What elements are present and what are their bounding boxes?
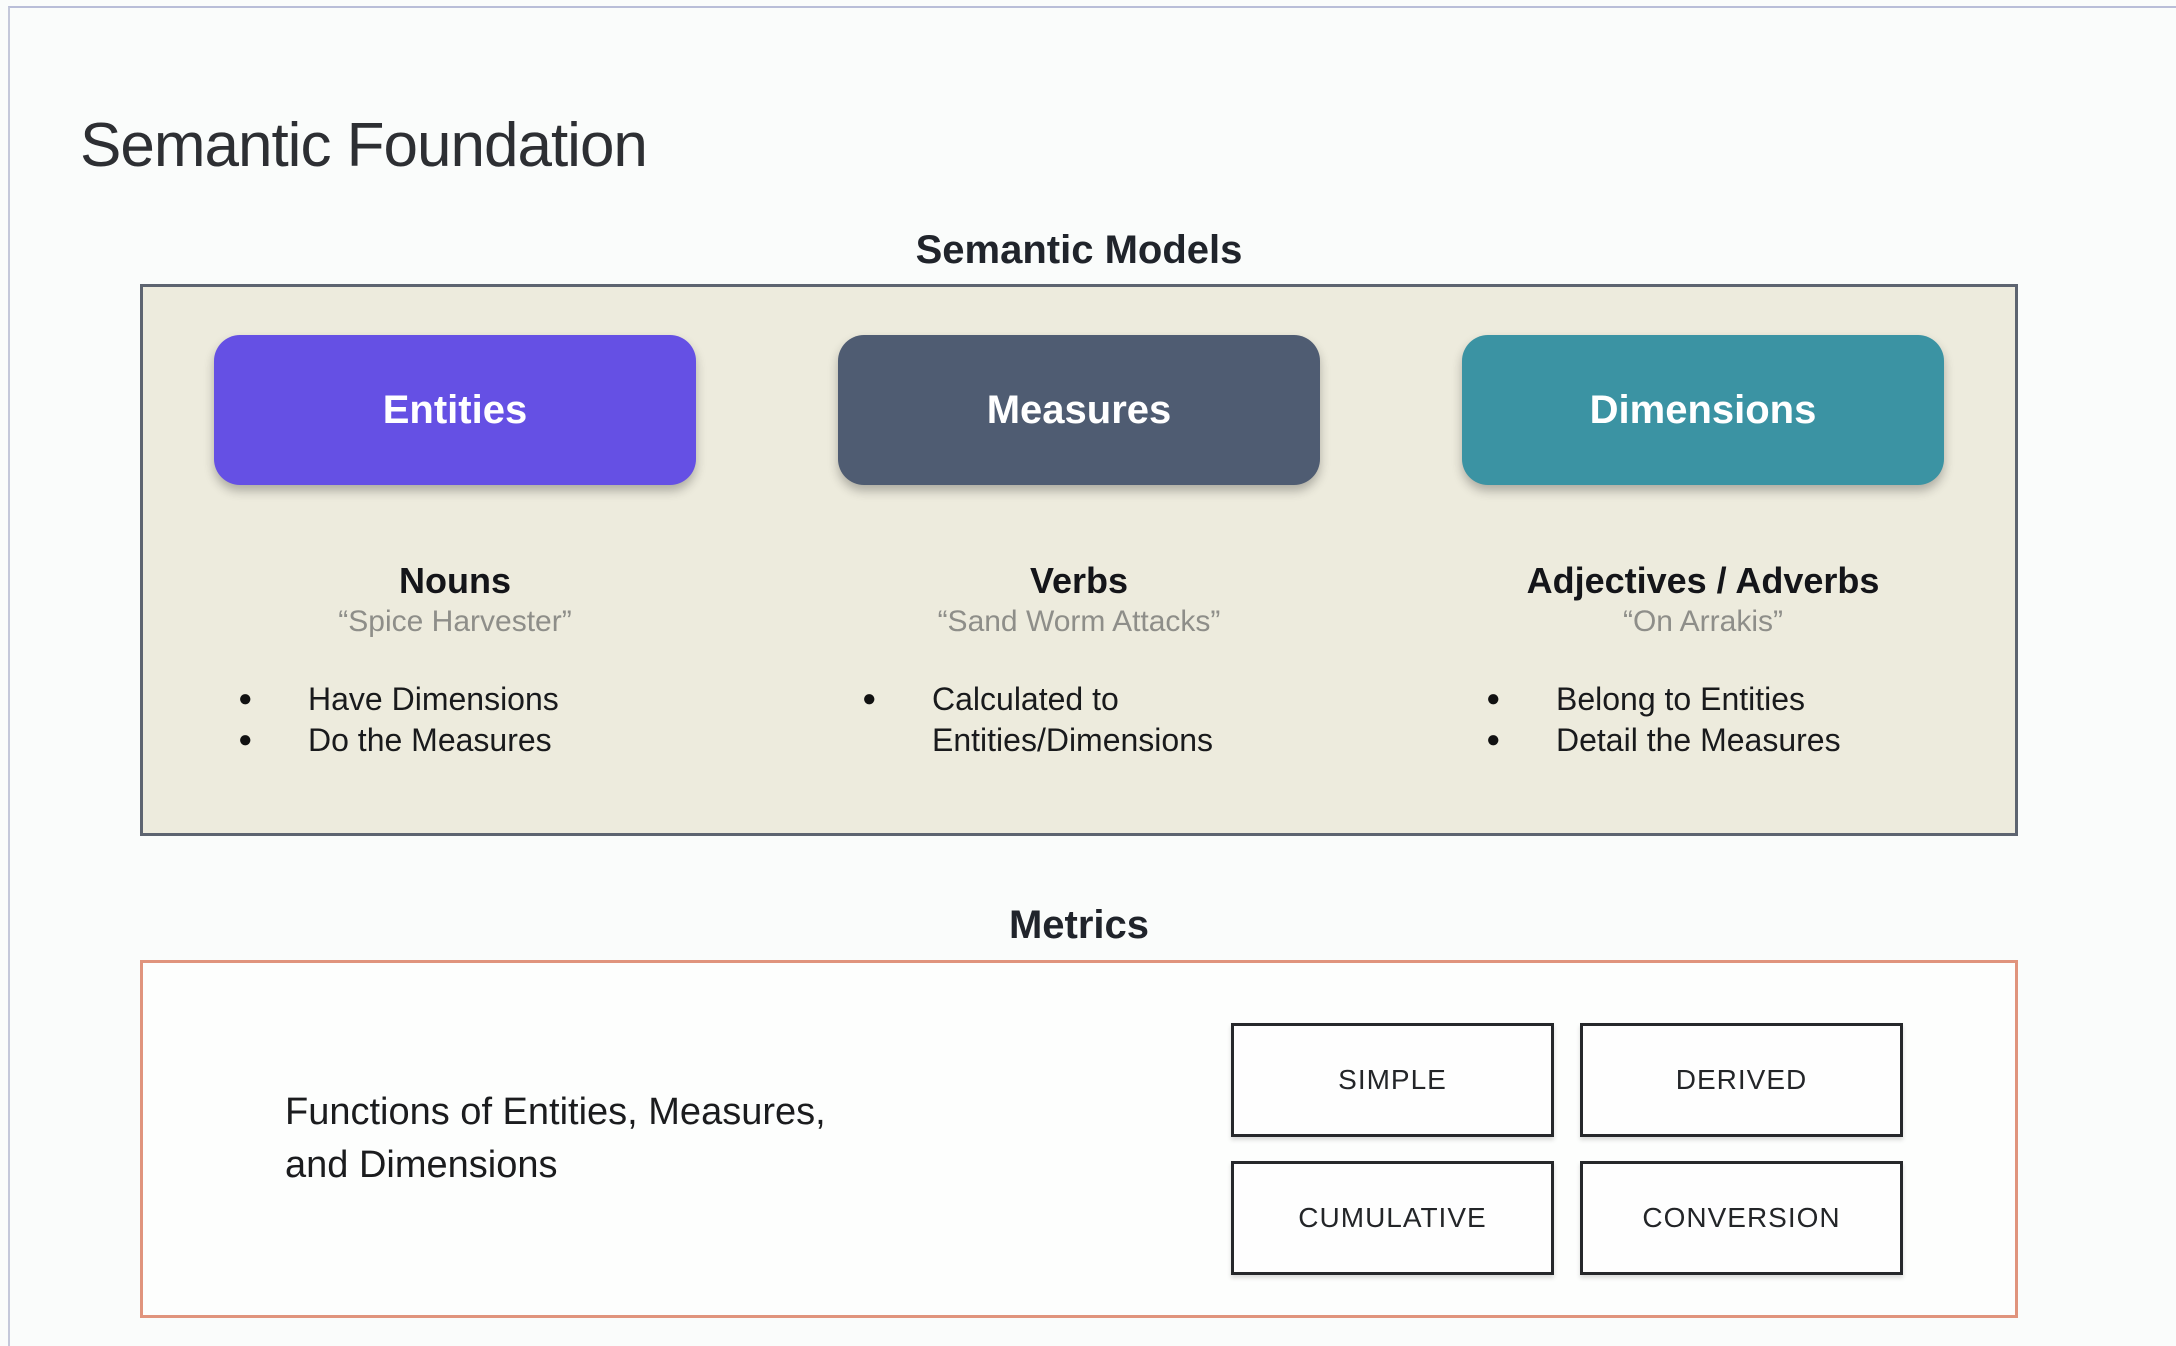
metric-type-grid: SIMPLE DERIVED CUMULATIVE CONVERSION	[1231, 1023, 1903, 1275]
metrics-description-line1: Functions of Entities, Measures,	[285, 1090, 826, 1133]
metric-type-box-cumulative: CUMULATIVE	[1231, 1161, 1554, 1275]
entities-pill: Entities	[214, 335, 696, 485]
bullet-item: ● Detail the Measures	[1486, 720, 2015, 762]
semantic-column-dimensions: Dimensions Adjectives / Adverbs “On Arra…	[1391, 287, 2015, 833]
measures-pill: Measures	[838, 335, 1320, 485]
bullet-item: ● Calculated to Entities/Dimensions	[862, 679, 1391, 762]
measures-part-of-speech: Verbs	[1029, 560, 1129, 601]
metric-type-box-simple: SIMPLE	[1231, 1023, 1554, 1137]
entities-bullet-list: ● Have Dimensions ● Do the Measures	[143, 679, 767, 762]
bullet-item: ● Have Dimensions	[238, 679, 767, 721]
bullet-dot-icon: ●	[1486, 684, 1501, 712]
metrics-description-line2: and Dimensions	[285, 1144, 558, 1186]
metrics-panel: Functions of Entities, Measures, and Dim…	[140, 960, 2018, 1318]
bullet-dot-icon: ●	[238, 684, 253, 712]
semantic-column-entities: Entities Nouns “Spice Harvester” ● Have …	[143, 287, 767, 833]
dimensions-example-quote: “On Arrakis”	[1622, 604, 1784, 638]
semantic-models-panel: Entities Nouns “Spice Harvester” ● Have …	[140, 284, 2018, 836]
entities-part-of-speech: Nouns	[399, 560, 511, 601]
dimensions-bullet-list: ● Belong to Entities ● Detail the Measur…	[1391, 679, 2015, 762]
metrics-description: Functions of Entities, Measures, and Dim…	[285, 1086, 826, 1192]
metrics-heading: Metrics	[1008, 903, 1150, 947]
dimensions-pill: Dimensions	[1462, 335, 1944, 485]
measures-bullet-list: ● Calculated to Entities/Dimensions	[767, 679, 1391, 762]
bullet-item: ● Do the Measures	[238, 720, 767, 762]
page-title: Semantic Foundation	[80, 110, 648, 180]
bullet-dot-icon: ●	[238, 726, 253, 754]
semantic-column-measures: Measures Verbs “Sand Worm Attacks” ● Cal…	[767, 287, 1391, 833]
entities-example-quote: “Spice Harvester”	[338, 604, 572, 638]
bullet-item: ● Belong to Entities	[1486, 679, 2015, 721]
dimensions-part-of-speech: Adjectives / Adverbs	[1526, 560, 1880, 601]
semantic-models-heading: Semantic Models	[915, 228, 1243, 272]
bullet-dot-icon: ●	[862, 684, 877, 712]
bullet-dot-icon: ●	[1486, 726, 1501, 754]
measures-example-quote: “Sand Worm Attacks”	[937, 604, 1221, 638]
metric-type-box-conversion: CONVERSION	[1580, 1161, 1903, 1275]
metric-type-box-derived: DERIVED	[1580, 1023, 1903, 1137]
